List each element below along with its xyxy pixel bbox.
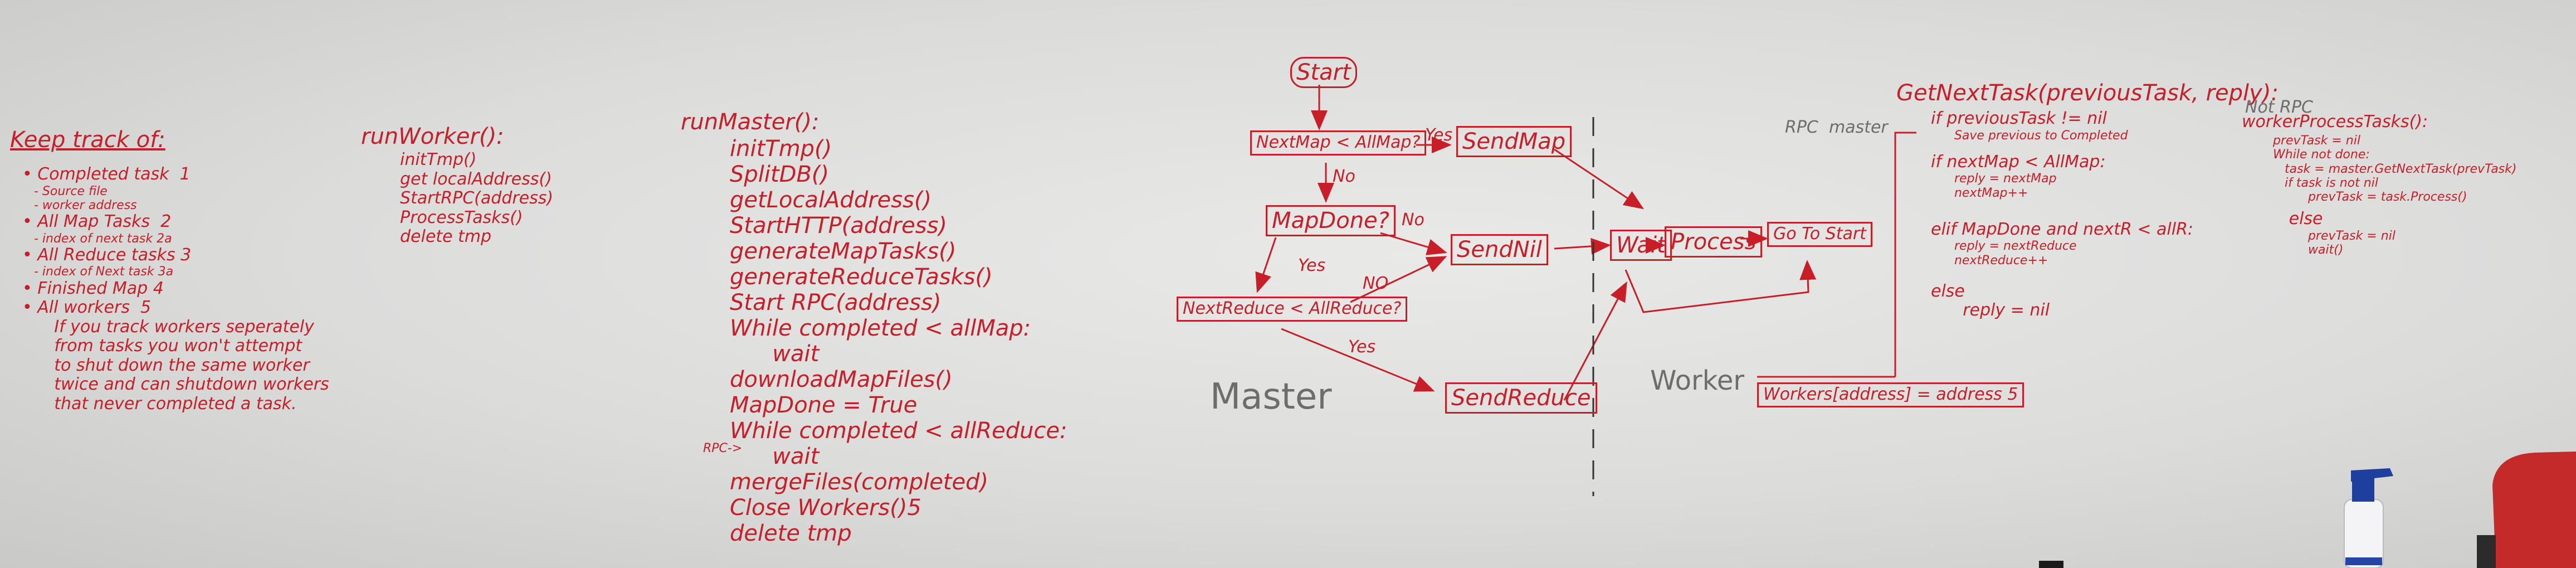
code-line: prevTask = nil [2273,229,2396,243]
process-node: Process [1665,226,1763,258]
code-line: While completed < allReduce: [730,418,1067,444]
code-line: get localAddress() [400,169,552,189]
code-line: if previousTask != nil [1931,109,2107,128]
list-item: - index of next task 2a [22,231,172,246]
list-item: • Finished Map 4 [22,278,164,298]
code-line: if task is not nil [2273,176,2378,190]
arrow-to-nextreduce [1255,237,1277,293]
code-line: else [2273,209,2323,229]
rpc-master-label: RPC master [1785,118,1888,137]
code-line: prevTask = task.Process() [2273,190,2467,205]
keep-track-list: • Completed task 1 - Source file - worke… [22,164,329,414]
code-line: reply = nil [1931,300,2050,321]
arrow-loop-back [1624,260,1817,313]
code-line: wait [730,341,819,367]
code-line: While completed < allMap: [730,315,1031,341]
list-item: to shut down the same worker [22,355,310,375]
code-line: task = master.GetNextTask(prevTask) [2273,162,2517,176]
run-worker-heading: runWorker(): [361,124,504,149]
label-yes: Yes [1348,337,1376,357]
workers-map-box: Workers[address] = address 5 [1757,382,2024,407]
mapdone-decision: MapDone? [1266,205,1396,236]
code-line: initTmp() [730,136,832,162]
list-item: - index of Next task 3a [22,265,174,279]
code-line: Start RPC(address) [730,290,941,315]
code-line: reply = nextMap [1931,172,2057,186]
sendmap-node: SendMap [1456,126,1572,157]
master-label: Master [1210,376,1332,417]
code-line: generateReduceTasks() [730,264,993,290]
code-line: MapDone = True [730,392,918,418]
label-no: No [1402,210,1424,230]
list-item: that never completed a task. [22,394,297,414]
nextreduce-decision: NextReduce < AllReduce? [1177,297,1408,322]
run-worker-body: initTmp() get localAddress() StartRPC(ad… [400,150,554,247]
code-line: StartHTTP(address) [730,213,948,239]
get-next-task-body: if previousTask != nil Save previous to … [1931,109,2193,321]
code-line: Save previous to Completed [1931,128,2128,143]
ledge-object [2039,561,2063,568]
code-line: Close Workers()5 [730,495,921,521]
get-next-task-signature: GetNextTask(previousTask, reply): [1896,80,2279,106]
code-line: StartRPC(address) [400,188,554,208]
arrow-sendmap-to-wait [1554,148,1644,210]
wait-node: Wait [1610,230,1672,261]
worker-process-tasks-heading: workerProcessTasks(): [2242,112,2428,132]
code-line: elif MapDone and nextR < allR: [1931,219,2194,239]
list-item: • All Reduce tasks 3 [22,245,192,265]
label-no: No [1333,167,1355,186]
sendnil-node: SendNil [1451,234,1548,265]
label-yes: Yes [1298,256,1326,275]
code-line: While not done: [2273,148,2370,162]
arrow-sendreduce-to-wait [1563,281,1627,401]
start-node: Start [1290,57,1357,88]
bracket-link [1894,132,1916,377]
code-line: prevTask = nil [2273,134,2360,148]
arrow-no-to-sendnil [1350,256,1447,303]
code-line: ProcessTasks() [400,207,523,227]
code-line: delete tmp [400,227,492,246]
list-item: • Completed task 1 [22,164,191,184]
code-line: reply = nextReduce [1931,239,2077,254]
code-line: downloadMapFiles() [730,367,953,392]
label-yes: Yes [1425,125,1453,145]
chair [2477,452,2576,568]
sendreduce-node: SendReduce [1445,382,1597,414]
list-item: - Source file [22,184,108,198]
rpc-tag: RPC-> [703,441,743,455]
list-item: • All workers 5 [22,298,152,318]
code-line: wait [730,444,819,469]
nextmap-decision: NextMap < AllMap? [1250,130,1427,156]
arrow-sendnil-to-wait [1554,237,1611,255]
code-line: mergeFiles(completed) [730,469,989,495]
code-line: nextMap++ [1931,186,2028,200]
list-item: from tasks you won't attempt [22,336,303,356]
run-master-body: initTmp() SplitDB() getLocalAddress() St… [730,136,1067,546]
list-item: twice and can shutdown workers [22,375,329,395]
code-line: SplitDB() [730,162,830,187]
not-rpc-note: Not RPC [2245,98,2313,117]
code-line: wait() [2273,243,2344,258]
code-line: nextReduce++ [1931,253,2048,268]
code-line: if nextMap < AllMap: [1931,152,2106,172]
list-item: - worker address [22,198,137,212]
worker-process-tasks-body: prevTask = nil While not done: task = ma… [2273,134,2516,258]
code-line: else [1931,281,1965,301]
run-master-heading: runMaster(): [681,109,819,135]
code-line: generateMapTasks() [730,239,957,264]
code-line: delete tmp [730,521,852,546]
spray-bottle [2344,468,2393,568]
worker-label: Worker [1650,365,1745,396]
arrow-to-sendreduce [1281,328,1435,392]
code-line: getLocalAddress() [730,187,932,213]
list-item: If you track workers seperately [22,317,314,337]
go-to-start-node: Go To Start [1767,222,1872,247]
list-item: • All Map Tasks 2 [22,212,172,232]
label-no: NO [1363,274,1389,293]
code-line: initTmp() [400,150,477,169]
keep-track-heading: Keep track of: [10,127,165,153]
